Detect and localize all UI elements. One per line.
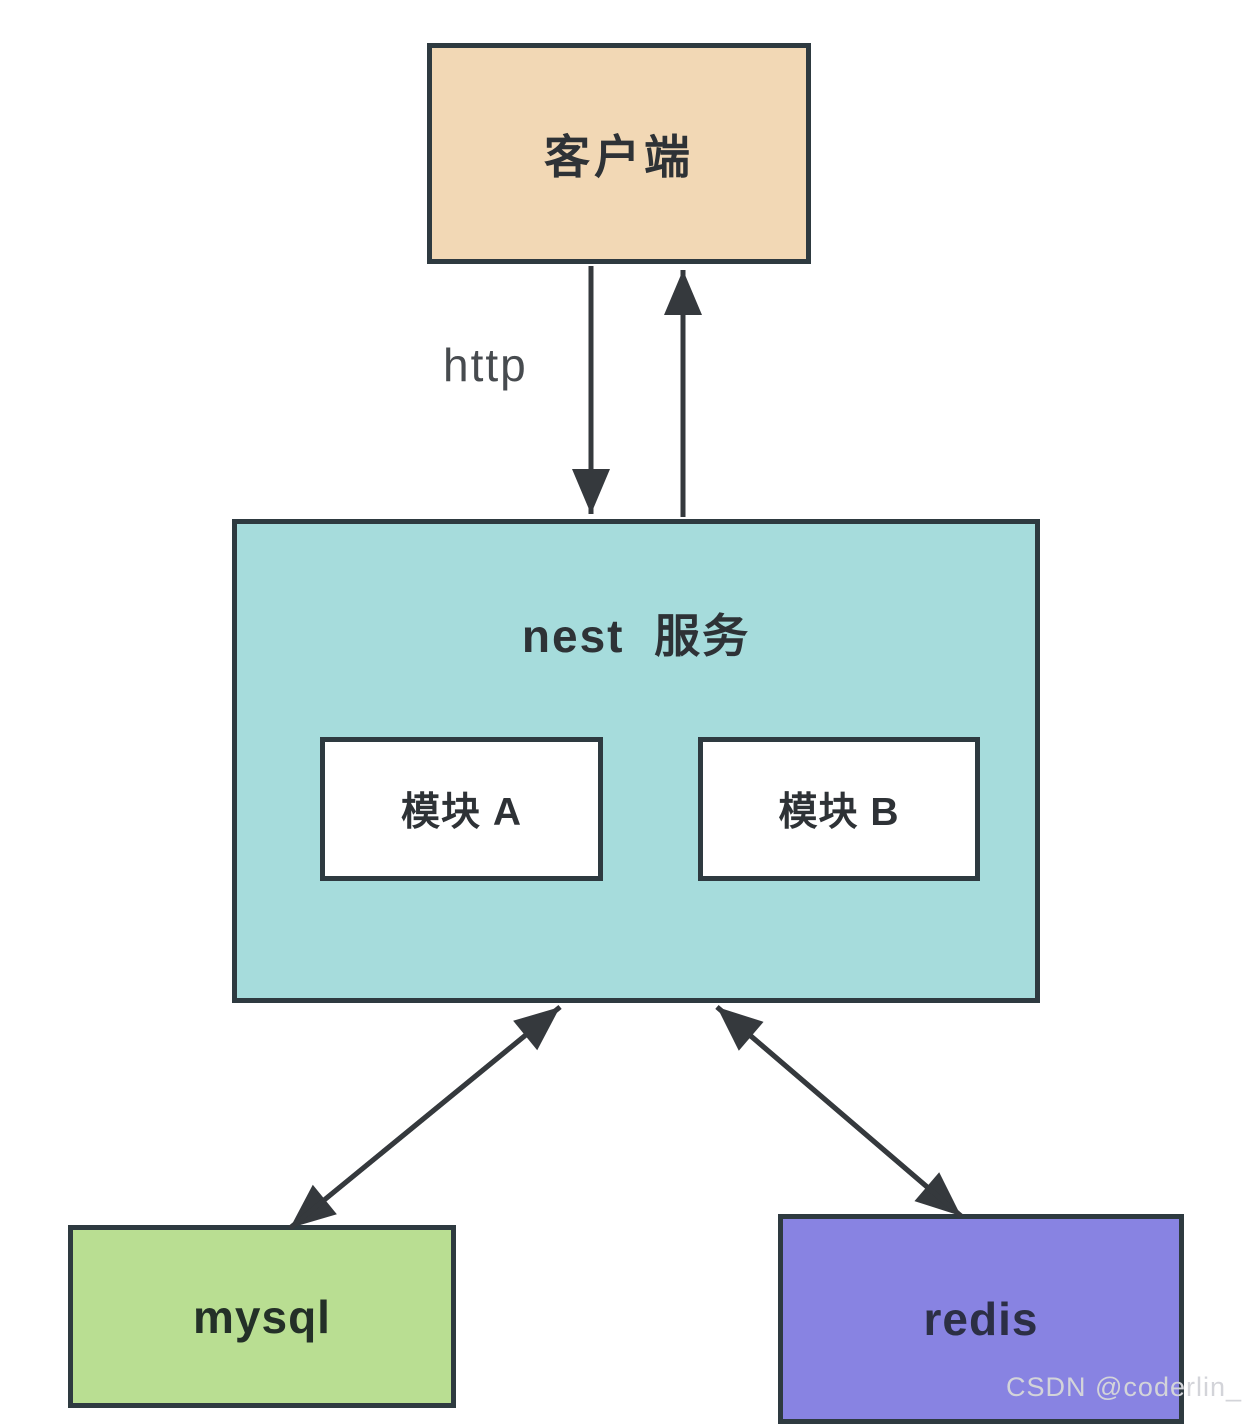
mysql-node: mysql	[68, 1225, 456, 1408]
client-node: 客户端	[427, 43, 811, 264]
http-edge-label: http	[443, 339, 528, 391]
client-node-label: 客户端	[544, 130, 694, 183]
module-a-label: 模块 A	[400, 791, 522, 834]
nest-redis-arrow	[715, 1005, 963, 1218]
nest-service-label: nest 服务	[521, 610, 751, 662]
module-b-node: 模块 B	[698, 737, 980, 881]
nest-mysql-arrow	[288, 1005, 562, 1230]
module-a-node: 模块 A	[320, 737, 603, 881]
watermark: CSDN @coderlin_	[1006, 1372, 1242, 1402]
module-b-label: 模块 B	[778, 791, 900, 834]
redis-node: redis	[778, 1214, 1184, 1424]
redis-label: redis	[923, 1293, 1039, 1345]
mysql-label: mysql	[193, 1290, 331, 1343]
